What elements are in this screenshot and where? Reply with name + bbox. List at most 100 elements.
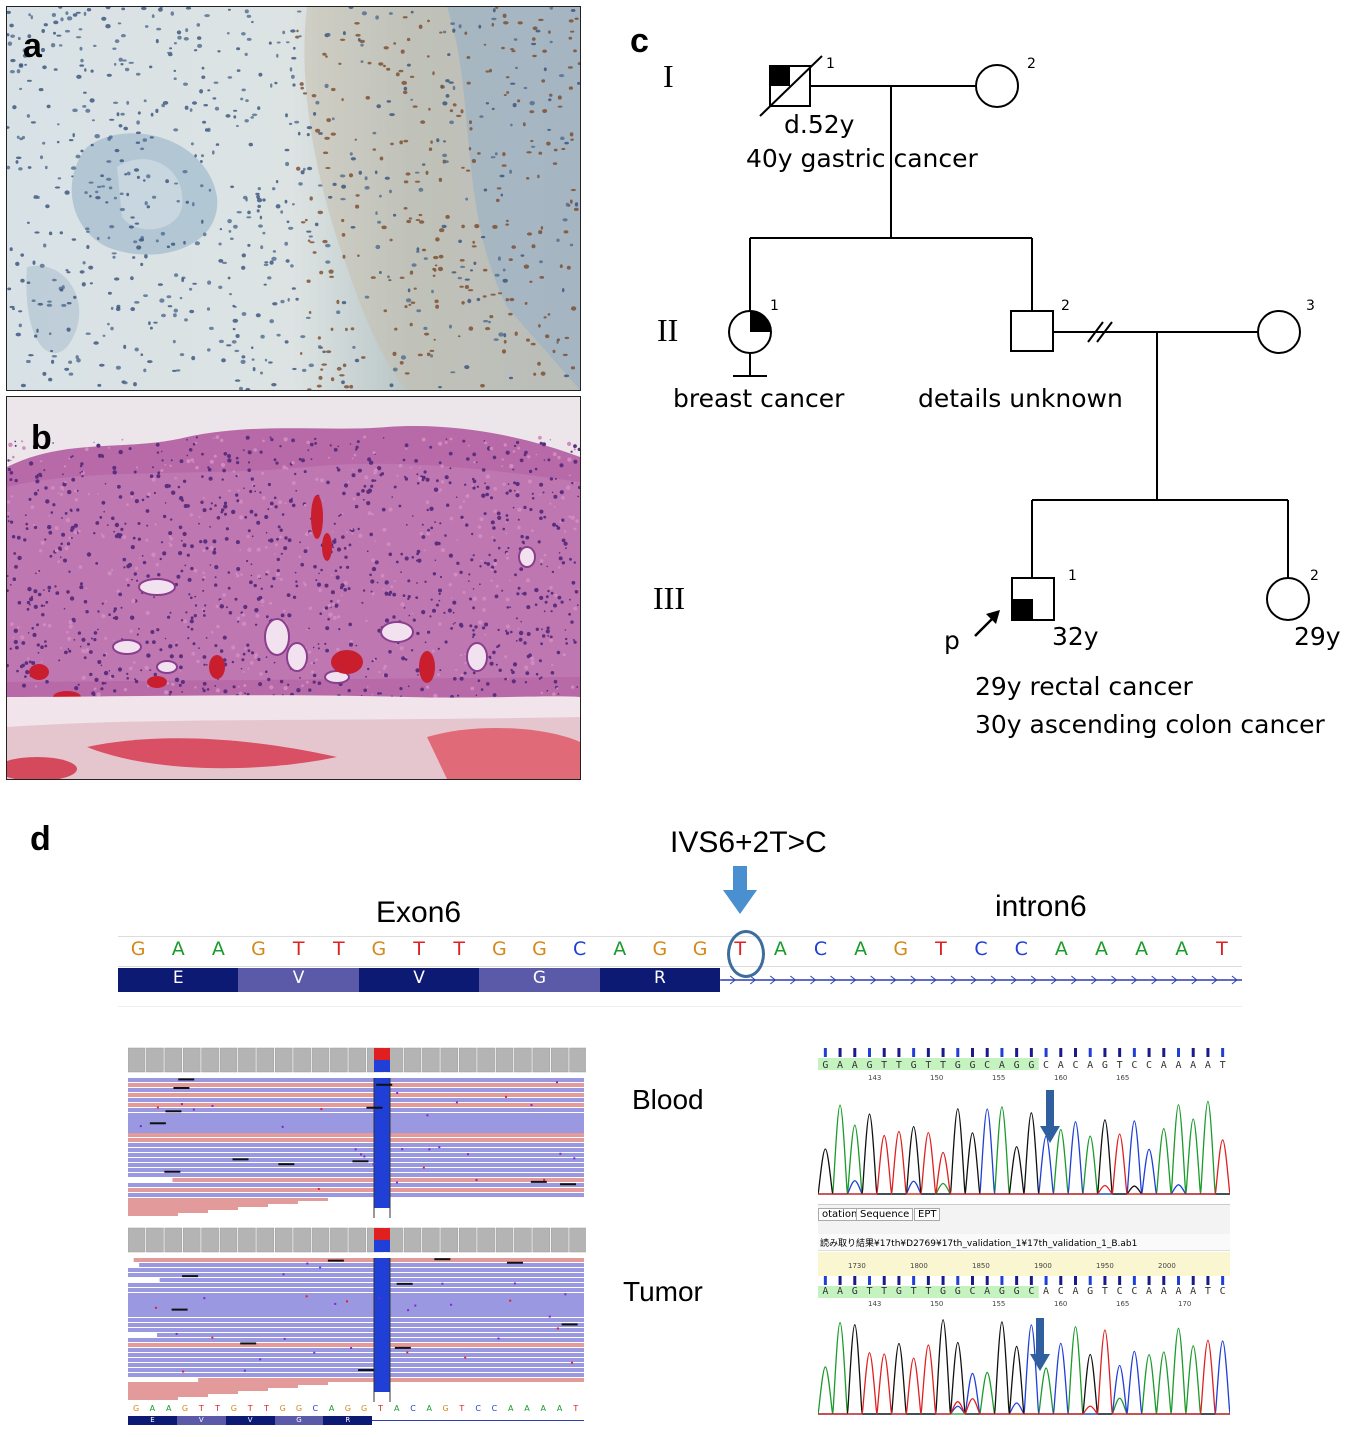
coverage-bar (348, 1227, 367, 1253)
chromatogram-base: T (881, 1060, 888, 1071)
mini-base-letter: A (328, 1404, 335, 1413)
chromatogram-position: 143 (868, 1300, 882, 1308)
read (128, 1153, 584, 1157)
quality-tick (1029, 1276, 1033, 1285)
mismatch-mark (571, 1361, 574, 1364)
quality-tick (985, 1276, 989, 1285)
chromatogram-base: A (837, 1060, 844, 1071)
quality-tick (882, 1048, 886, 1057)
generation-III: III (653, 580, 685, 616)
coverage-variant-ref (374, 1048, 390, 1060)
mini-base-letter: T (459, 1404, 465, 1413)
chromatogram-base: C (969, 1286, 976, 1297)
mutation-arrow-icon (1030, 1318, 1050, 1371)
mismatch-mark (165, 1110, 182, 1113)
quality-tick (1177, 1276, 1180, 1285)
tab-ept[interactable]: EPT (914, 1208, 941, 1221)
read (128, 1183, 584, 1187)
read (128, 1168, 584, 1172)
read-block (128, 1113, 584, 1133)
quality-tick (1044, 1048, 1048, 1057)
base-letter: T (935, 938, 947, 960)
quality-tick (971, 1276, 974, 1285)
amino-acid-letter: G (532, 968, 547, 988)
base-letter: T (1216, 938, 1228, 960)
mismatch-mark (259, 1358, 262, 1361)
individual-III2 (1266, 577, 1310, 621)
read (128, 1078, 584, 1082)
chromatogram-base: T (881, 1286, 888, 1297)
chromatogram-base: C (1131, 1060, 1138, 1071)
quality-tick (912, 1276, 916, 1285)
tab-sequence[interactable]: Sequence (856, 1208, 914, 1221)
read (128, 1108, 584, 1112)
chromatogram-position: 143 (868, 1074, 882, 1082)
coverage-bar (532, 1047, 551, 1073)
chromatogram-base: A (837, 1286, 844, 1297)
read (128, 1143, 584, 1147)
read (128, 1163, 584, 1167)
chromatogram-base: G (954, 1060, 961, 1071)
mini-base-letter: G (133, 1404, 140, 1413)
chromatogram-base: C (1131, 1286, 1138, 1297)
amino-acid-letter: E (172, 968, 184, 988)
read-tail (128, 1213, 178, 1216)
chromatogram-position: 155 (992, 1300, 1006, 1308)
quality-tick (1162, 1048, 1166, 1057)
mismatch-mark (509, 1299, 512, 1302)
chromatogram-top-position: 1900 (1034, 1262, 1052, 1270)
coverage-bar (274, 1047, 293, 1073)
read (128, 1338, 584, 1342)
read (128, 1358, 584, 1362)
read (128, 1368, 584, 1372)
read-block (128, 1293, 584, 1313)
chromatogram-base: A (1160, 1060, 1167, 1071)
read (128, 1343, 584, 1347)
quality-tick (1132, 1276, 1136, 1285)
mismatch-mark (422, 1166, 425, 1169)
mismatch-mark (428, 1148, 431, 1151)
quality-tick (1191, 1048, 1195, 1057)
chromatogram-base: A (1190, 1286, 1197, 1297)
index-II1: 1 (770, 298, 779, 314)
tab-annotation[interactable]: otation (818, 1208, 862, 1221)
amino-acid-letter: V (292, 968, 305, 988)
index-III1: 1 (1068, 568, 1077, 584)
quality-tick (868, 1048, 871, 1057)
mismatch-mark (203, 1297, 206, 1300)
base-letter: G (130, 938, 146, 960)
chromatogram-base: G (954, 1286, 961, 1297)
II1-diagnosis: breast cancer (673, 384, 845, 413)
mismatch-mark (513, 1282, 516, 1285)
coverage-bar (532, 1227, 551, 1253)
chromatogram-base: C (1057, 1286, 1064, 1297)
quality-tick (823, 1048, 827, 1057)
chromatogram-position: 155 (992, 1074, 1006, 1082)
chromatogram-base: A (1175, 1060, 1182, 1071)
II2-diagnosis: details unknown (918, 384, 1123, 413)
read (139, 1263, 584, 1267)
mismatch-mark (149, 1122, 166, 1125)
mismatch-mark (358, 1369, 375, 1372)
coverage-bar (256, 1227, 275, 1253)
coverage-bar (550, 1227, 569, 1253)
exon-label: Exon6 (376, 896, 462, 929)
mismatch-mark (559, 1152, 562, 1155)
mini-amino-acid-block: V (225, 1416, 275, 1425)
mini-base-letter: A (507, 1404, 514, 1413)
mismatch-mark (211, 1104, 214, 1107)
panel-b-label: b (31, 419, 52, 457)
mismatch-mark (313, 1351, 316, 1354)
chromatogram-top-position: 1800 (910, 1262, 928, 1270)
intron-chevron-icon (1010, 975, 1017, 985)
mismatch-mark (182, 1370, 185, 1373)
quality-tick (956, 1276, 960, 1285)
read-tail (128, 1394, 208, 1397)
mismatch-mark (243, 1369, 246, 1372)
base-letter: G (652, 938, 668, 960)
chromatogram-base: G (1013, 1286, 1020, 1297)
chromatogram-base: A (1204, 1060, 1211, 1071)
chromatogram-base: G (1101, 1060, 1108, 1071)
chromatogram-base: T (1204, 1286, 1211, 1297)
